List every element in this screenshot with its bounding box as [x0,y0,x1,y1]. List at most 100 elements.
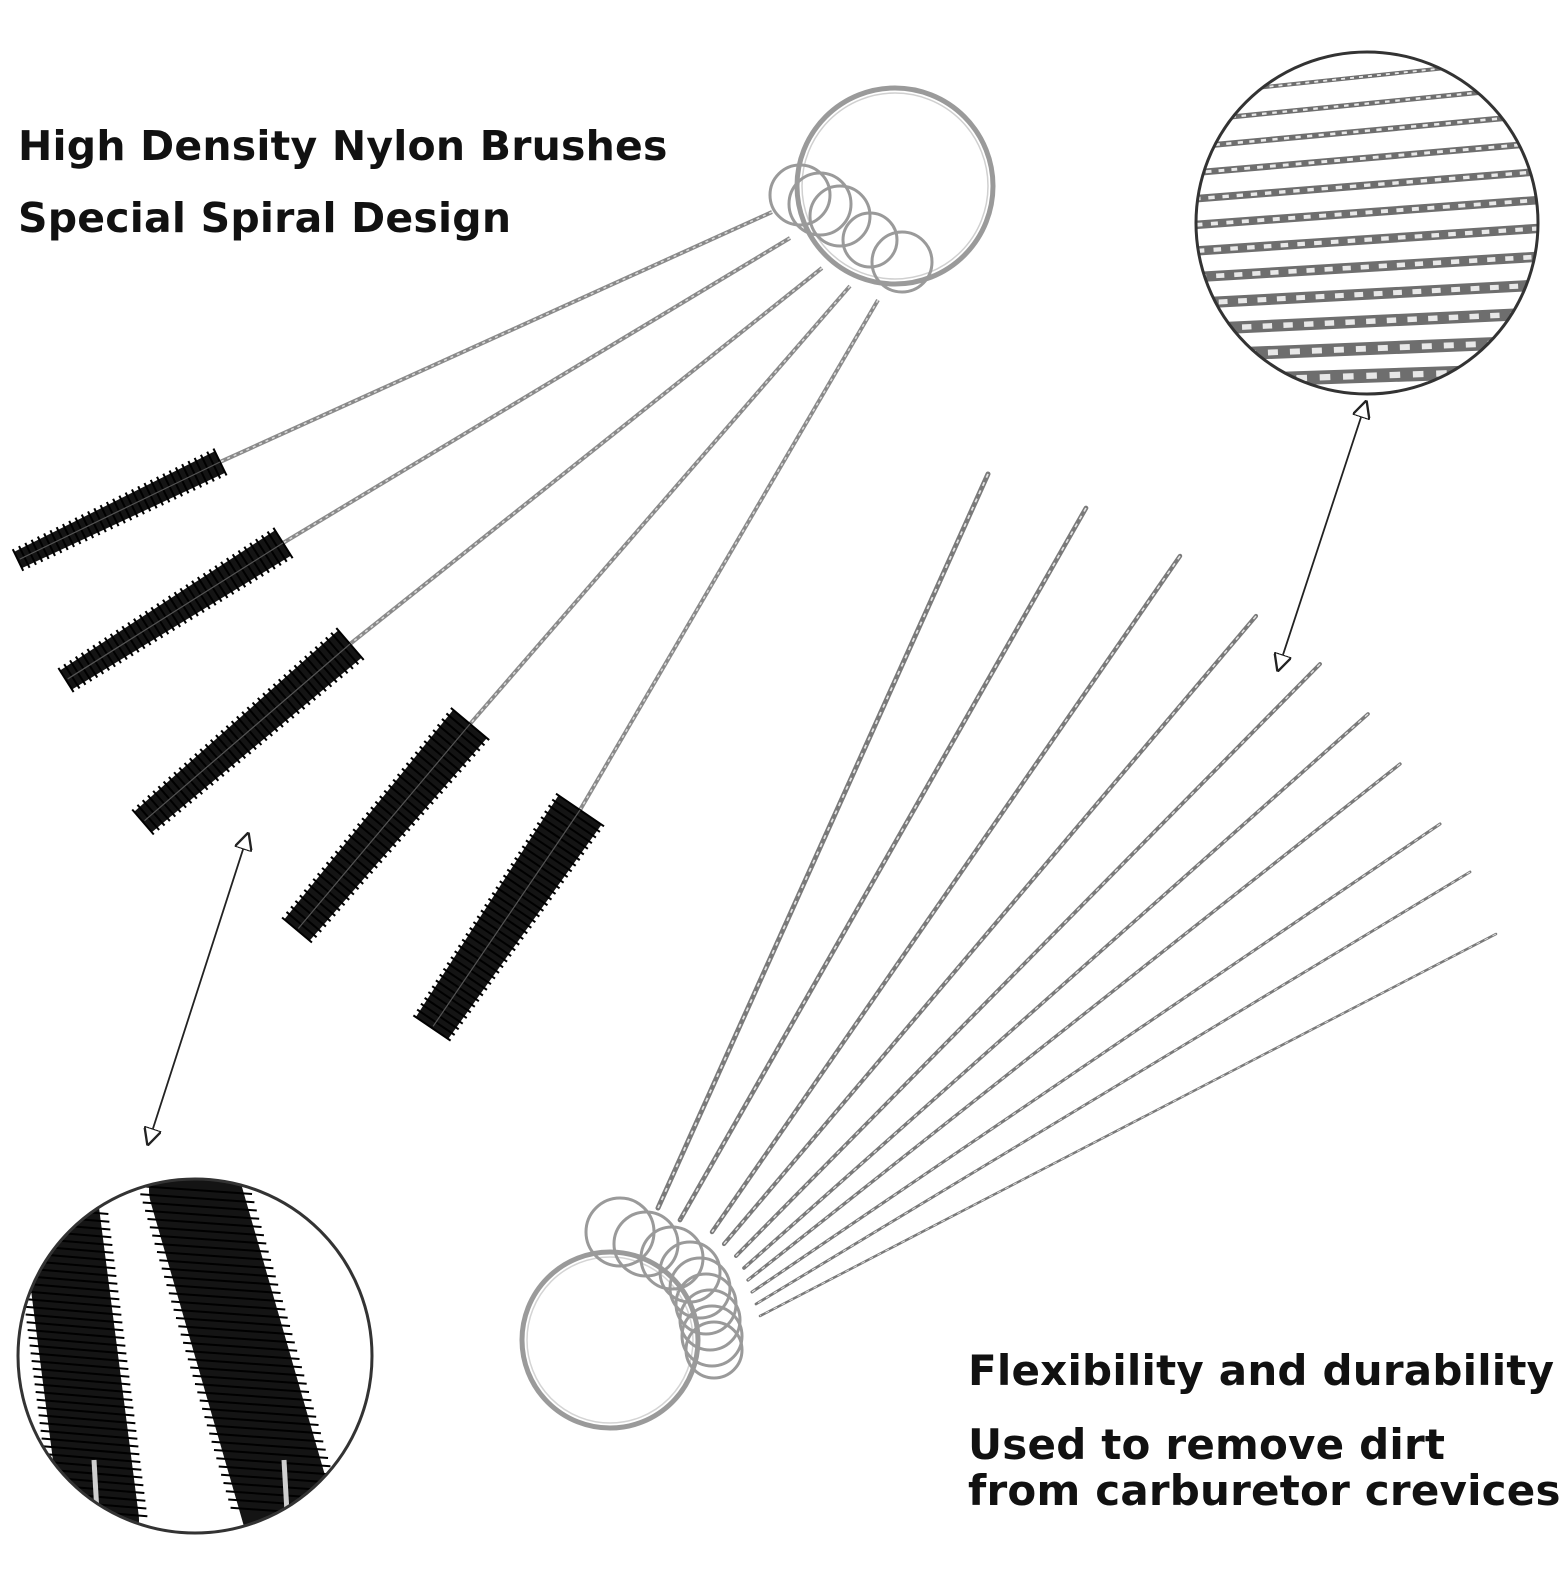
zoomed-bristle-fiber [147,1218,262,1228]
zoomed-bristle-fiber [161,1267,276,1278]
zoomed-spiral-twist [1196,111,1538,150]
zoomed-spiral-twist [1196,83,1538,124]
zoomed-bristle-fiber [173,1308,288,1319]
zoomed-bristle-fiber [145,1209,260,1220]
zoomed-bristle-fiber [209,1432,324,1443]
zoomed-bristle-fiber [168,1292,283,1303]
main-key-ring [794,85,996,287]
zoomed-bristle-fiber [197,1391,312,1402]
needle-small-ring [684,1320,744,1380]
brush-bristle-tuft [11,548,25,572]
caption-remove-dirt-line-2: from carburetor crevices [968,1466,1561,1515]
brush-core-wire [432,809,581,1027]
zoomed-bristle-fiber [206,1424,321,1435]
zoomed-spiral-twist [1196,224,1538,255]
cleaning-needle-twist [751,823,1441,1293]
cleaning-needle-twist [679,507,1087,1221]
brush-bristle-head [415,795,602,1039]
needle-small-ring [678,1288,742,1352]
bristle-zoom-content [18,1179,372,1533]
zoomed-bristle-fiber [25,1313,123,1324]
zoomed-bristle-fiber [37,1406,135,1417]
cleaning-needle-twist [743,713,1369,1269]
zoomed-bristle-fiber [216,1457,331,1468]
cleaning-needle-twist [723,615,1257,1245]
zoomed-bristle-fiber [142,1201,257,1212]
brush-core-wire [297,723,471,929]
cleaning-needle-twist [759,933,1497,1317]
needle-main-ring [519,1249,701,1431]
zoomed-bristle-fiber [221,1473,336,1484]
bristle-zoom-circle [16,1177,374,1535]
zoomed-bristle-fiber [194,1383,310,1393]
needle-small-ring [584,1196,656,1268]
zoomed-bristle-fiber [187,1358,302,1369]
brush-handle-twist [579,299,879,811]
spiral-callout-arrow [1278,402,1366,670]
brush-handle-twist [219,211,773,463]
needle-small-ring [680,1304,744,1368]
needle-main-ring-highlight [526,1256,694,1424]
zoomed-bristle-fiber [28,1336,126,1347]
cleaning-needle-twist [735,663,1321,1257]
zoomed-spiral-twist [1196,366,1538,386]
zoomed-bristle-fiber [38,1414,136,1425]
zoomed-bristle-fiber [40,1429,138,1440]
brush-handle-twist [469,285,851,725]
small-key-ring [870,230,934,294]
zoomed-bristle-fiber [39,1422,137,1432]
zoomed-bristle-fiber [154,1242,269,1253]
headline-spiral-design: Special Spiral Design [18,194,512,242]
zoomed-bristle-fiber [24,1305,122,1316]
zoomed-bristle-fiber [33,1375,131,1386]
zoomed-spiral-twist [1196,196,1538,228]
brush-core-wire [144,643,351,822]
cleaning-needle [721,613,1259,1247]
cleaning-needle-twist [747,763,1401,1281]
zoomed-bristle-fiber [218,1465,333,1476]
zoomed-bristle-fiber [35,1391,133,1401]
zoomed-bristle-fiber [43,1453,141,1463]
zoomed-bristle-fiber [152,1234,267,1245]
zoomed-bristle-fiber [31,1360,129,1370]
zoomed-bristle-fiber [159,1259,274,1270]
brush-bristle-tuft [281,916,313,944]
zoomed-bristle-fiber [137,1185,253,1195]
zoomed-bristle-fiber [183,1341,298,1352]
needle-key-rings [519,1196,744,1431]
zoomed-bristle-fiber [22,1290,120,1301]
spiral-zoom-content [1196,52,1538,394]
zoomed-spiral-wire [1196,138,1538,178]
brush-core-wire [67,542,284,680]
zoomed-bristle-fiber [34,1383,132,1394]
zoomed-bristle-fiber [42,1445,140,1456]
brush-bristle-tuft [57,667,75,693]
zoomed-bristle-fiber [30,1352,128,1363]
zoomed-bristle-fiber [190,1366,305,1377]
brush-bristle-head [14,451,226,569]
zoomed-bristle-fiber [213,1449,329,1459]
callout-arrows [148,402,1366,1144]
zoomed-bristle-fiber [178,1325,293,1336]
cleaning-needle-twist [755,871,1471,1305]
brush-key-rings [768,85,996,294]
zoomed-bristle-fiber [27,1329,125,1339]
zoomed-bristle-fiber [140,1193,255,1204]
zoomed-bristle-fiber [29,1344,127,1355]
bristle-callout-arrow [148,834,248,1144]
zoomed-bristle-fiber [204,1416,319,1426]
main-key-ring-highlight [801,92,989,280]
zoomed-bristle-fiber [175,1317,291,1327]
needle-small-ring [658,1240,722,1304]
zoomed-bristle-fiber [171,1300,286,1311]
zoomed-spiral-twist [1196,309,1538,333]
zoomed-spiral-wire [1196,334,1538,363]
zoomed-bristle-fiber [41,1437,139,1448]
headline-nylon-brushes: High Density Nylon Brushes [18,122,668,170]
small-key-ring [808,184,872,248]
zoomed-bristle-fiber [166,1284,281,1294]
brush-bristle-tuft [412,1014,452,1042]
zoomed-bristle-fiber [36,1398,134,1409]
nylon-brush-set [11,210,880,1042]
